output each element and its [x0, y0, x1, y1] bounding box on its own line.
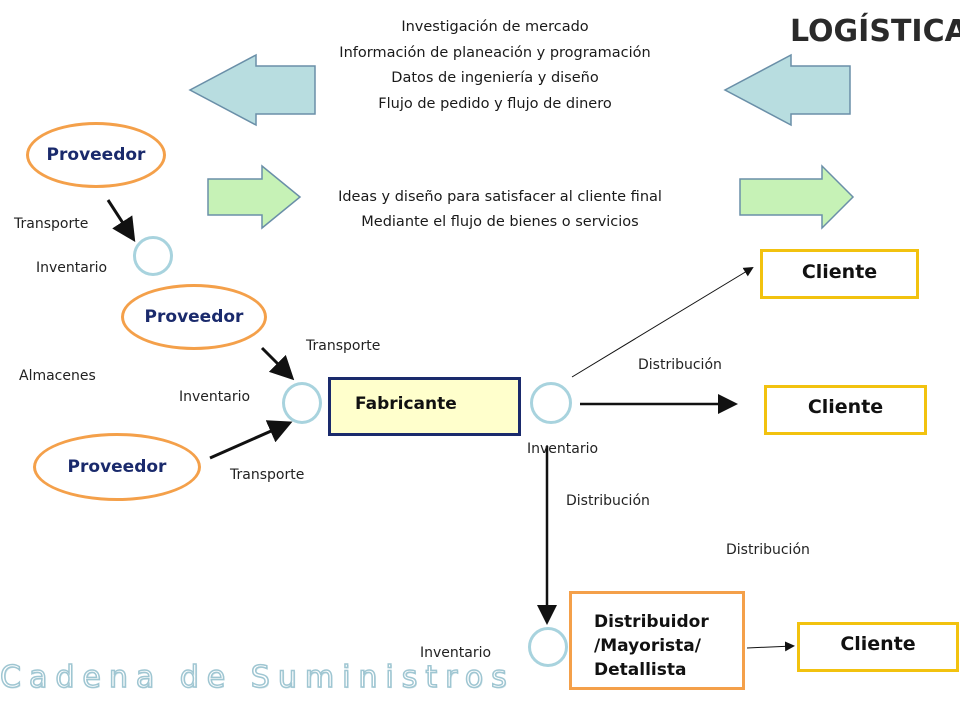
bottom-title: Cadena de Suministros	[0, 659, 515, 696]
distributor-box: Distribuidor /Mayorista/ Detallista	[569, 591, 745, 690]
label-distribucion: Distribución	[638, 357, 722, 373]
manufacturer-box: Fabricante	[328, 377, 521, 436]
customer-box-3: Cliente	[797, 622, 959, 672]
logistica-logo: LOGÍSTICA	[790, 14, 960, 49]
goods-flow-line: Mediante el flujo de bienes o servicios	[361, 214, 639, 230]
info-line: Flujo de pedido y flujo de dinero	[378, 96, 612, 112]
inventory-circle	[282, 382, 322, 424]
inventory-circle	[528, 627, 568, 667]
goods-arrow-right-2	[739, 164, 855, 230]
customer-label: Cliente	[807, 396, 884, 418]
customer-label: Cliente	[801, 261, 878, 283]
manufacturer-label: Fabricante	[355, 394, 457, 414]
label-transporte: Transporte	[230, 467, 305, 483]
label-almacenes: Almacenes	[19, 368, 96, 384]
label-inventario: Inventario	[179, 389, 251, 405]
supplier-label: Proveedor	[144, 307, 244, 327]
info-line: Información de planeación y programación	[339, 45, 651, 61]
supplier-label: Proveedor	[46, 145, 146, 165]
customer-box-1: Cliente	[760, 249, 919, 299]
label-transporte: Transporte	[14, 216, 89, 232]
info-arrow-left-2	[723, 53, 851, 127]
info-line: Datos de ingeniería y diseño	[391, 70, 599, 86]
inventory-circle	[133, 236, 173, 276]
arrow-proveedor2-inventario	[260, 346, 295, 381]
info-line: Investigación de mercado	[401, 19, 589, 35]
arrow-proveedor3-inventario	[209, 420, 293, 460]
label-transporte: Transporte	[306, 338, 381, 354]
label-distribucion: Distribución	[566, 493, 650, 509]
arrow-fabricante-cliente1	[571, 266, 754, 378]
inventory-circle	[530, 382, 572, 424]
label-inventario: Inventario	[420, 645, 492, 661]
label-inventario: Inventario	[527, 441, 599, 457]
customer-box-2: Cliente	[764, 385, 927, 435]
supplier-oval-2: Proveedor	[121, 284, 267, 350]
supplier-label: Proveedor	[67, 457, 167, 477]
customer-label: Cliente	[840, 633, 916, 655]
goods-arrow-right-1	[207, 164, 302, 230]
info-arrow-left-1	[188, 53, 316, 127]
arrow-distribuidor-cliente3	[746, 641, 795, 652]
label-distribucion: Distribución	[726, 542, 810, 558]
goods-flow-line: Ideas y diseño para satisfacer al client…	[338, 189, 662, 205]
arrow-proveedor1-inventario	[106, 199, 136, 243]
supplier-oval-1: Proveedor	[26, 122, 166, 188]
supplier-oval-3: Proveedor	[33, 433, 201, 501]
label-inventario: Inventario	[36, 260, 108, 276]
